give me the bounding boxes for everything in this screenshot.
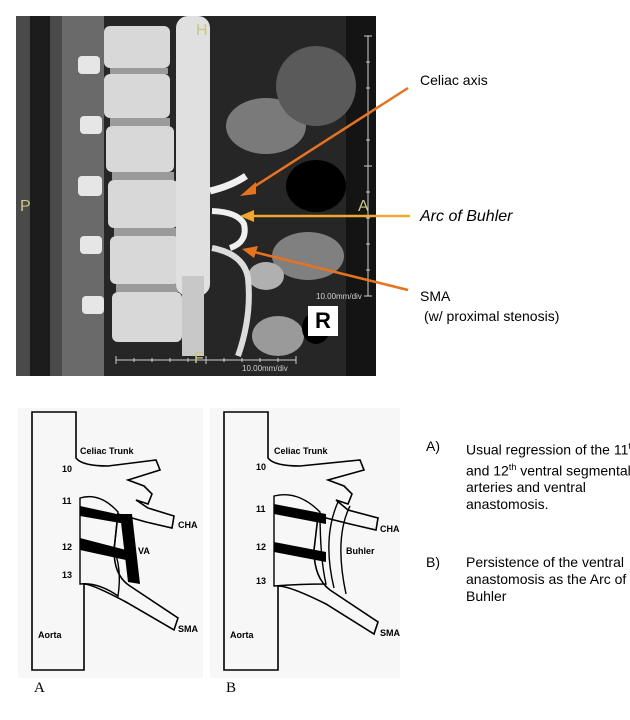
annotation-sma: SMA xyxy=(420,288,451,304)
legend-key-b: B) xyxy=(426,554,440,570)
label-13-a: 13 xyxy=(62,570,72,580)
label-12-a: 12 xyxy=(62,542,72,552)
legend-text-a-part2: and 12 xyxy=(466,462,509,479)
orientation-cube: R xyxy=(308,306,338,336)
diagram-a: Celiac Trunk 10 11 12 13 CHA VA SMA Aort… xyxy=(18,408,203,678)
legend-text-a-part3: ventral segmental arteries and ventral a… xyxy=(466,462,630,513)
legend-text-b: Persistence of the ventral anastomosis a… xyxy=(466,554,627,604)
label-10-a: 10 xyxy=(62,464,72,474)
ct-image-drawing xyxy=(16,16,376,376)
orientation-label-right: A xyxy=(358,198,369,215)
label-celiac-trunk-b: Celiac Trunk xyxy=(274,446,329,456)
label-celiac-trunk-a: Celiac Trunk xyxy=(80,446,135,456)
scale-label-bottom: 10.00mm/div xyxy=(242,364,288,373)
label-11-a: 11 xyxy=(62,496,72,506)
label-11-b: 11 xyxy=(256,504,266,514)
diagram-b: Celiac Trunk 10 11 12 13 CHA Buhler SMA … xyxy=(210,408,400,678)
ct-image: H F P A 10.00mm/div 10.00mm/div xyxy=(16,16,376,376)
legend-text-a: Usual regression of the 11th and 12th ve… xyxy=(466,438,630,513)
label-cha-b: CHA xyxy=(380,524,400,534)
label-sma-b: SMA xyxy=(380,628,400,638)
legend: A) Usual regression of the 11th and 12th… xyxy=(426,438,630,638)
label-aorta-b: Aorta xyxy=(230,630,254,640)
legend-key-a: A) xyxy=(426,438,440,454)
orientation-label-bottom: F xyxy=(194,350,204,367)
label-va-a: VA xyxy=(138,546,150,556)
legend-text-a-part1: Usual regression of the 11 xyxy=(466,441,629,458)
annotation-celiac: Celiac axis xyxy=(420,72,488,88)
panel-label-b: B xyxy=(226,680,237,696)
sma-arrow xyxy=(253,250,409,292)
label-sma-a: SMA xyxy=(178,624,199,634)
label-13-b: 13 xyxy=(256,576,266,586)
orientation-label-left: P xyxy=(20,198,31,215)
celiac-arrowhead xyxy=(240,182,256,196)
label-aorta-a: Aorta xyxy=(38,630,62,640)
annotation-sma-note: (w/ proximal stenosis) xyxy=(424,308,560,324)
label-cha-a: CHA xyxy=(178,520,198,530)
annotation-arrows xyxy=(240,86,410,292)
panel-label-a: A xyxy=(34,680,45,696)
label-10-b: 10 xyxy=(256,462,266,472)
label-buhler-b: Buhler xyxy=(346,546,375,556)
legend-text-a-sup1: th xyxy=(628,441,630,451)
orientation-label-top: H xyxy=(196,22,208,39)
sma-arrowhead xyxy=(242,246,258,258)
celiac-arrow xyxy=(251,86,409,190)
buhler-arrowhead xyxy=(240,210,254,222)
annotation-buhler: Arc of Buhler xyxy=(420,208,513,225)
legend-text-a-sup2: th xyxy=(508,461,517,472)
orientation-cube-letter: R xyxy=(315,308,331,333)
label-12-b: 12 xyxy=(256,542,266,552)
scale-label-right: 10.00mm/div xyxy=(316,292,362,301)
